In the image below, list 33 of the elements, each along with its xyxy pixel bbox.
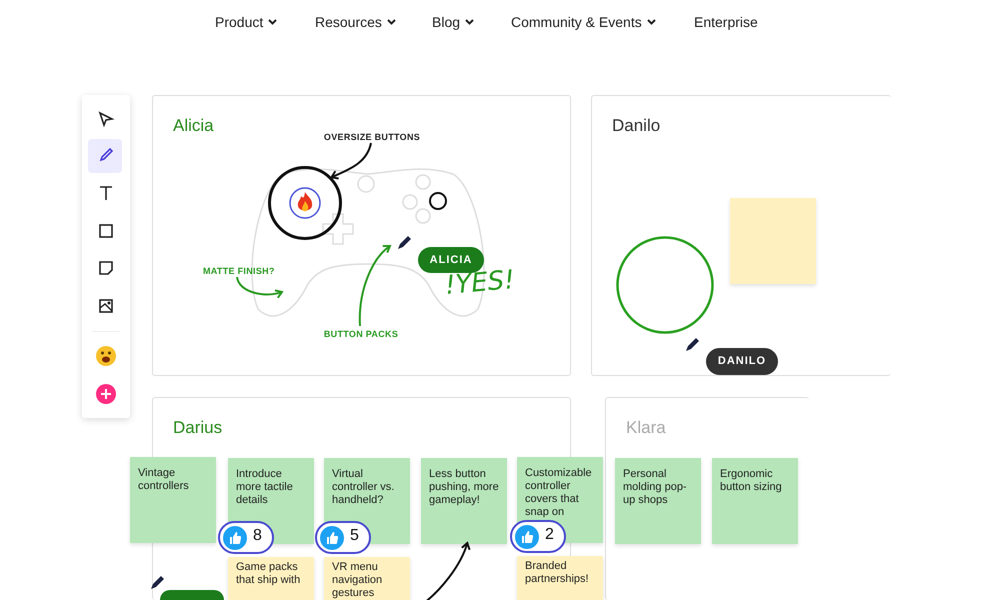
sticky-note (730, 198, 816, 284)
card-title: Danilo (612, 116, 660, 136)
nav-link: Community & Events (511, 14, 642, 30)
leader-line (330, 142, 372, 180)
board-card (591, 95, 891, 376)
name-tag: ALICIA (418, 247, 484, 273)
annotation-text: OVERSIZE BUTTONS (319, 130, 425, 144)
sticky-note: Vintage controllers (130, 457, 216, 543)
sticky-note: Game packs that ship with (228, 557, 314, 600)
board-card (605, 397, 809, 600)
arrow (236, 276, 283, 299)
annotation-text: BUTTON PACKS (321, 327, 401, 341)
reaction-count: 2 (545, 528, 554, 541)
nav-link: Resources (315, 14, 382, 30)
reaction-count: 8 (253, 529, 262, 542)
card-title: Klara (626, 418, 666, 438)
arrow (358, 245, 391, 326)
board-card (152, 95, 571, 376)
sticky-note: Less button pushing, more gameplay! (421, 458, 507, 544)
circled-button (268, 166, 342, 240)
nav-link: Product (215, 14, 264, 30)
nav-link: Enterprise (694, 14, 758, 30)
name-tag: DANILO (706, 348, 778, 375)
card-title: Darius (173, 418, 222, 438)
reaction-count: 5 (350, 529, 359, 542)
nav-link: Blog (432, 14, 460, 30)
drawn-circle (616, 236, 714, 334)
card-title: Alicia (173, 116, 214, 136)
sticky-note: Personal molding pop-up shops (615, 458, 701, 544)
sticky-note: Ergonomic button sizing (712, 458, 798, 544)
sticky-note: VR menu navigation gestures (324, 557, 410, 600)
sticky-note: Branded partnerships! (517, 556, 603, 600)
annotation-text: MATTE FINISH? (203, 264, 273, 278)
